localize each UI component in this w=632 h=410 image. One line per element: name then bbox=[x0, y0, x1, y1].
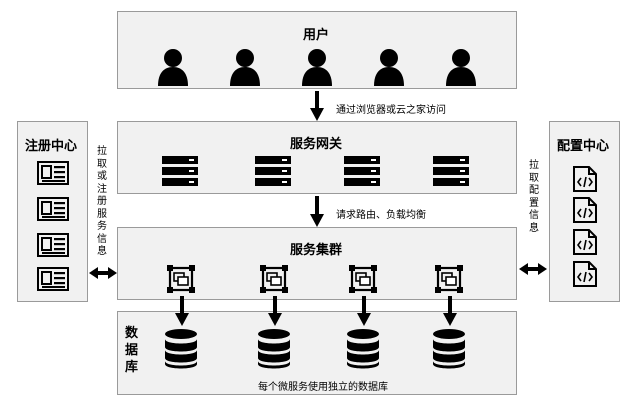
arrow-registry-cluster bbox=[89, 267, 117, 279]
gateway-title: 服务网关 bbox=[290, 137, 343, 152]
registry-card-icon bbox=[37, 161, 69, 185]
cluster-box: 服务集群 bbox=[117, 227, 517, 300]
database-icon bbox=[433, 329, 465, 369]
server-icon bbox=[344, 156, 380, 186]
service-icon bbox=[349, 265, 377, 293]
registry-card-icon bbox=[37, 267, 69, 291]
config-file-icon bbox=[573, 197, 597, 223]
registry-box: 注册中心 bbox=[17, 121, 88, 302]
registry-card-icon bbox=[37, 233, 69, 257]
arrow-service-to-database bbox=[443, 296, 457, 326]
config-file-icon bbox=[573, 261, 597, 287]
user-icon bbox=[230, 49, 260, 86]
registry-card-icon bbox=[37, 197, 69, 221]
users-to-gateway-label: 通过浏览器或云之家访问 bbox=[336, 105, 446, 116]
config-box: 配置中心 bbox=[549, 121, 620, 302]
arrow-service-to-database bbox=[268, 296, 282, 326]
database-icon bbox=[165, 329, 197, 369]
config-side-note: 拉取配置信息 bbox=[529, 160, 539, 234]
database-note: 每个微服务使用独立的数据库 bbox=[258, 382, 388, 393]
users-title: 用户 bbox=[303, 28, 330, 43]
arrow-cluster-config bbox=[519, 263, 547, 275]
service-icon bbox=[260, 265, 288, 293]
server-icon bbox=[255, 156, 291, 186]
config-title: 配置中心 bbox=[557, 139, 610, 154]
service-icon bbox=[167, 265, 195, 293]
users-box: 用户 bbox=[117, 11, 517, 89]
service-icon bbox=[435, 265, 463, 293]
user-icon bbox=[158, 49, 188, 86]
server-icon bbox=[162, 156, 198, 186]
user-icon bbox=[374, 49, 404, 86]
user-icon bbox=[446, 49, 476, 86]
arrow-service-to-database bbox=[175, 296, 189, 326]
database-title: 数据库 bbox=[125, 326, 139, 375]
arrow-service-to-database bbox=[357, 296, 371, 326]
config-file-icon bbox=[573, 166, 597, 192]
registry-side-note: 拉取或注册服务信息 bbox=[97, 146, 107, 257]
database-icon bbox=[258, 329, 290, 369]
arrow-users-to-gateway bbox=[310, 91, 324, 121]
gateway-box: 服务网关 bbox=[117, 121, 517, 194]
registry-title: 注册中心 bbox=[25, 139, 78, 154]
cluster-title: 服务集群 bbox=[290, 243, 343, 258]
arrow-gateway-to-cluster bbox=[310, 196, 324, 227]
database-icon bbox=[347, 329, 379, 369]
user-icon bbox=[302, 49, 332, 86]
server-icon bbox=[433, 156, 469, 186]
config-file-icon bbox=[573, 229, 597, 255]
gateway-to-cluster-label: 请求路由、负载均衡 bbox=[336, 210, 426, 221]
